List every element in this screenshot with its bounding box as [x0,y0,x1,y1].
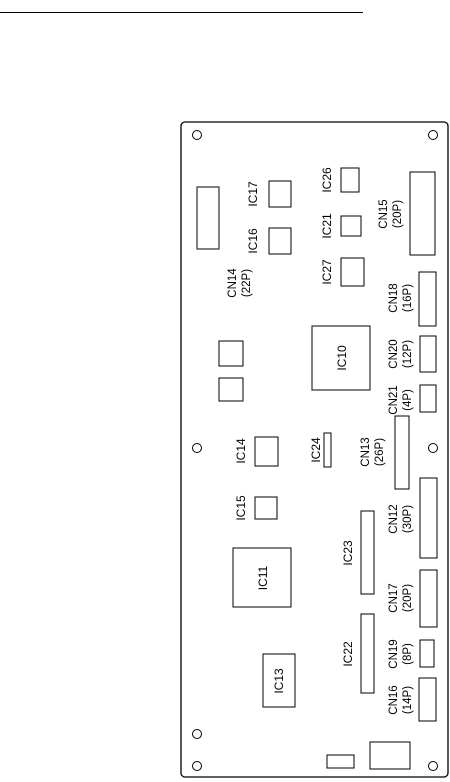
ic22-label: IC22 [341,641,355,667]
cn20-label: CN20 [388,339,400,368]
ic27-label: IC27 [320,259,334,285]
ic13-chip [262,653,296,708]
ic26-label: IC26 [320,167,334,193]
cn17-pins-label: (20P) [402,584,414,612]
ic24-label: IC24 [309,437,323,463]
cn18-pins-label: (16P) [402,284,414,312]
cn19-connector [419,639,435,668]
cn21-connector [419,384,437,413]
cn13-pins-label: (26P) [374,438,386,466]
cn13-connector [394,415,410,490]
cn20-pins-label: (12P) [402,340,414,368]
ic11-chip [232,547,292,608]
cn19-label: CN19 [388,639,400,668]
ic14-label: IC14 [234,438,248,464]
mounting-hole [428,130,438,140]
cn14-label: CN14 [227,268,239,298]
unlabeled-chip-1 [218,340,244,367]
cn12-pins-label: (30P) [402,505,414,533]
cn18-label: CN18 [388,283,400,312]
ic22-chip [360,613,375,694]
cn17-connector [419,569,438,628]
cn21-label: CN21 [388,385,400,414]
ic15-chip [254,496,278,520]
unlabeled-chip-2 [218,377,244,402]
ic10-chip [311,325,371,391]
cn16-pins-label: (14P) [402,686,414,714]
mounting-hole [192,443,202,453]
mounting-hole [192,729,202,739]
cn20-connector [419,335,437,373]
ic11-label: IC11 [256,565,270,590]
board-outline [180,121,449,778]
ic14-chip [254,436,279,467]
cn15-connector [409,171,436,256]
ic24-chip [323,432,332,468]
cn12-connector [419,477,438,559]
mounting-hole [428,443,438,453]
mounting-hole [428,761,438,771]
ic26-chip [340,167,360,193]
cn14-connector [196,186,220,250]
ic21-label: IC21 [320,213,334,239]
cn21-pins-label: (4P) [402,389,414,411]
cn16-label: CN16 [388,685,400,714]
ic17-label: IC17 [246,181,260,207]
mounting-hole [192,130,202,140]
mounting-holes [192,130,438,771]
cn12-label: CN12 [388,504,400,533]
ic21-chip [340,215,362,237]
bottom-connector [369,741,411,770]
ic23-chip [360,510,375,595]
cn15-pins-label: (20P) [392,200,404,228]
ic16-label: IC16 [246,228,260,254]
cn19-pins-label: (8P) [402,643,414,665]
ic27-chip [340,257,365,287]
cn17-label: CN17 [388,583,400,612]
cn18-connector [418,271,437,327]
ic10-label: IC10 [335,345,349,371]
ic16-chip [268,227,292,255]
mounting-hole [192,761,202,771]
cn16-connector [418,677,437,722]
bottom-small-chip [326,754,355,769]
ic17-chip [268,180,292,208]
cn15-label: CN15 [378,199,390,228]
cn14-pins-label: (22P) [241,269,253,297]
top-rule [0,12,363,13]
cn13-label: CN13 [360,437,372,466]
ic15-label: IC15 [234,495,248,521]
ic13-label: IC13 [272,668,286,694]
ic23-label: IC23 [341,540,355,566]
